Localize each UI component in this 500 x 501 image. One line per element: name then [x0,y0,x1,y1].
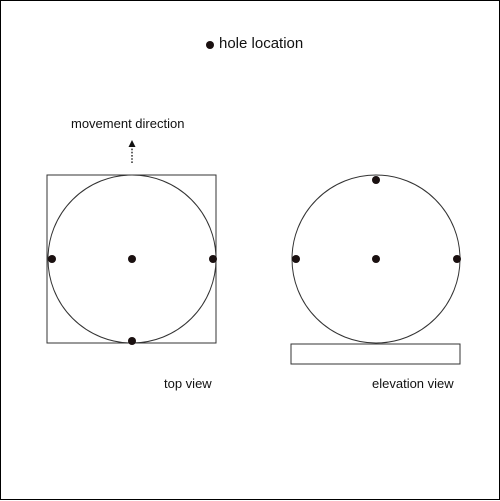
elevation-view-base [290,343,461,365]
top-view [46,174,217,345]
hole-center [372,255,380,263]
dotted-arrow-up-icon [128,140,136,163]
hole-left [48,255,56,263]
legend-label: hole location [219,35,304,52]
elevation-view-label: elevation view [372,376,454,391]
hole-dot-icon [206,41,214,49]
hole-top [372,176,380,184]
hole-right [453,255,461,263]
elevation-view [290,174,461,365]
hole-left [292,255,300,263]
top-view-label: top view [164,376,212,391]
hole-center [128,255,136,263]
hole-right [209,255,217,263]
movement-direction-label: movement direction [71,116,185,131]
hole-bottom [128,337,136,345]
